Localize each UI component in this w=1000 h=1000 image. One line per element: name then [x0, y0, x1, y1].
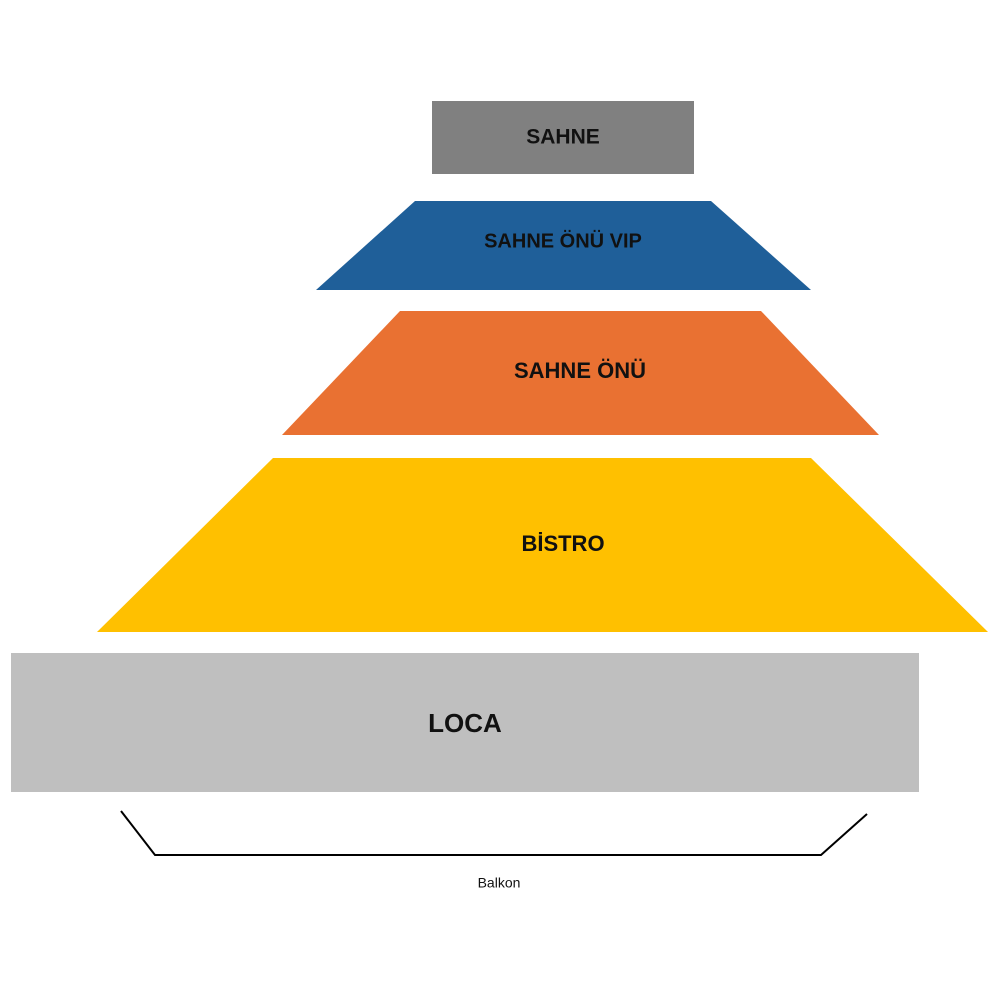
- zone-loca[interactable]: [11, 653, 919, 792]
- zone-sahne-label: SAHNE: [526, 126, 600, 149]
- zone-sahne[interactable]: [432, 101, 694, 174]
- balkon-bracket: [120, 810, 868, 856]
- zone-sahne-onu-vip-label: SAHNE ÖNÜ VIP: [484, 229, 642, 252]
- zone-sahne-onu-label: SAHNE ÖNÜ: [514, 358, 646, 383]
- zone-sahne-onu[interactable]: [282, 311, 879, 435]
- zone-sahne-onu-vip[interactable]: [316, 201, 811, 290]
- zone-bistro[interactable]: [97, 458, 988, 632]
- zone-loca-label: LOCA: [428, 708, 502, 738]
- zone-bistro-label: BİSTRO: [521, 531, 604, 556]
- balkon-label: Balkon: [478, 875, 521, 891]
